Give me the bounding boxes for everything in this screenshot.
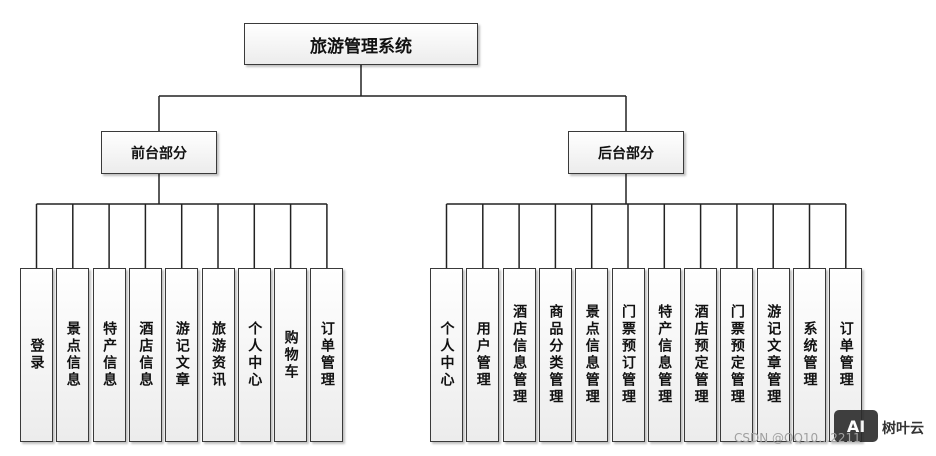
watermark-brand: 树叶云 bbox=[882, 421, 924, 437]
module-node: 用户管理 bbox=[466, 268, 500, 442]
watermark-logo: AI bbox=[834, 410, 878, 442]
module-node: 游记文章管理 bbox=[756, 268, 790, 442]
module-node: 旅游资讯 bbox=[201, 268, 235, 442]
watermark-csdn: CSDN @QQ10…2211 bbox=[734, 431, 861, 445]
module-node: 系统管理 bbox=[793, 268, 826, 442]
module-node: 特产信息管理 bbox=[647, 268, 681, 442]
module-node: 门票预定管理 bbox=[720, 268, 754, 442]
frontend-branch-node: 前台部分 bbox=[101, 131, 217, 174]
module-node: 订单管理 bbox=[310, 268, 344, 442]
module-node: 个人中心 bbox=[430, 268, 463, 442]
module-node: 景点信息 bbox=[56, 268, 90, 442]
module-node: 酒店信息 bbox=[128, 268, 162, 442]
root-node: 旅游管理系统 bbox=[244, 23, 478, 65]
module-node: 游记文章 bbox=[165, 268, 199, 442]
module-node: 个人中心 bbox=[237, 268, 271, 442]
module-node: 酒店预定管理 bbox=[684, 268, 718, 442]
module-node: 门票预订管理 bbox=[611, 268, 645, 442]
module-node: 购物车 bbox=[274, 268, 308, 442]
module-node: 酒店信息管理 bbox=[502, 268, 536, 442]
backend-branch-node: 后台部分 bbox=[568, 131, 684, 174]
module-node: 特产信息 bbox=[92, 268, 126, 442]
module-node: 商品分类管理 bbox=[538, 268, 572, 442]
module-node: 登录 bbox=[20, 268, 53, 442]
module-node: 景点信息管理 bbox=[575, 268, 609, 442]
